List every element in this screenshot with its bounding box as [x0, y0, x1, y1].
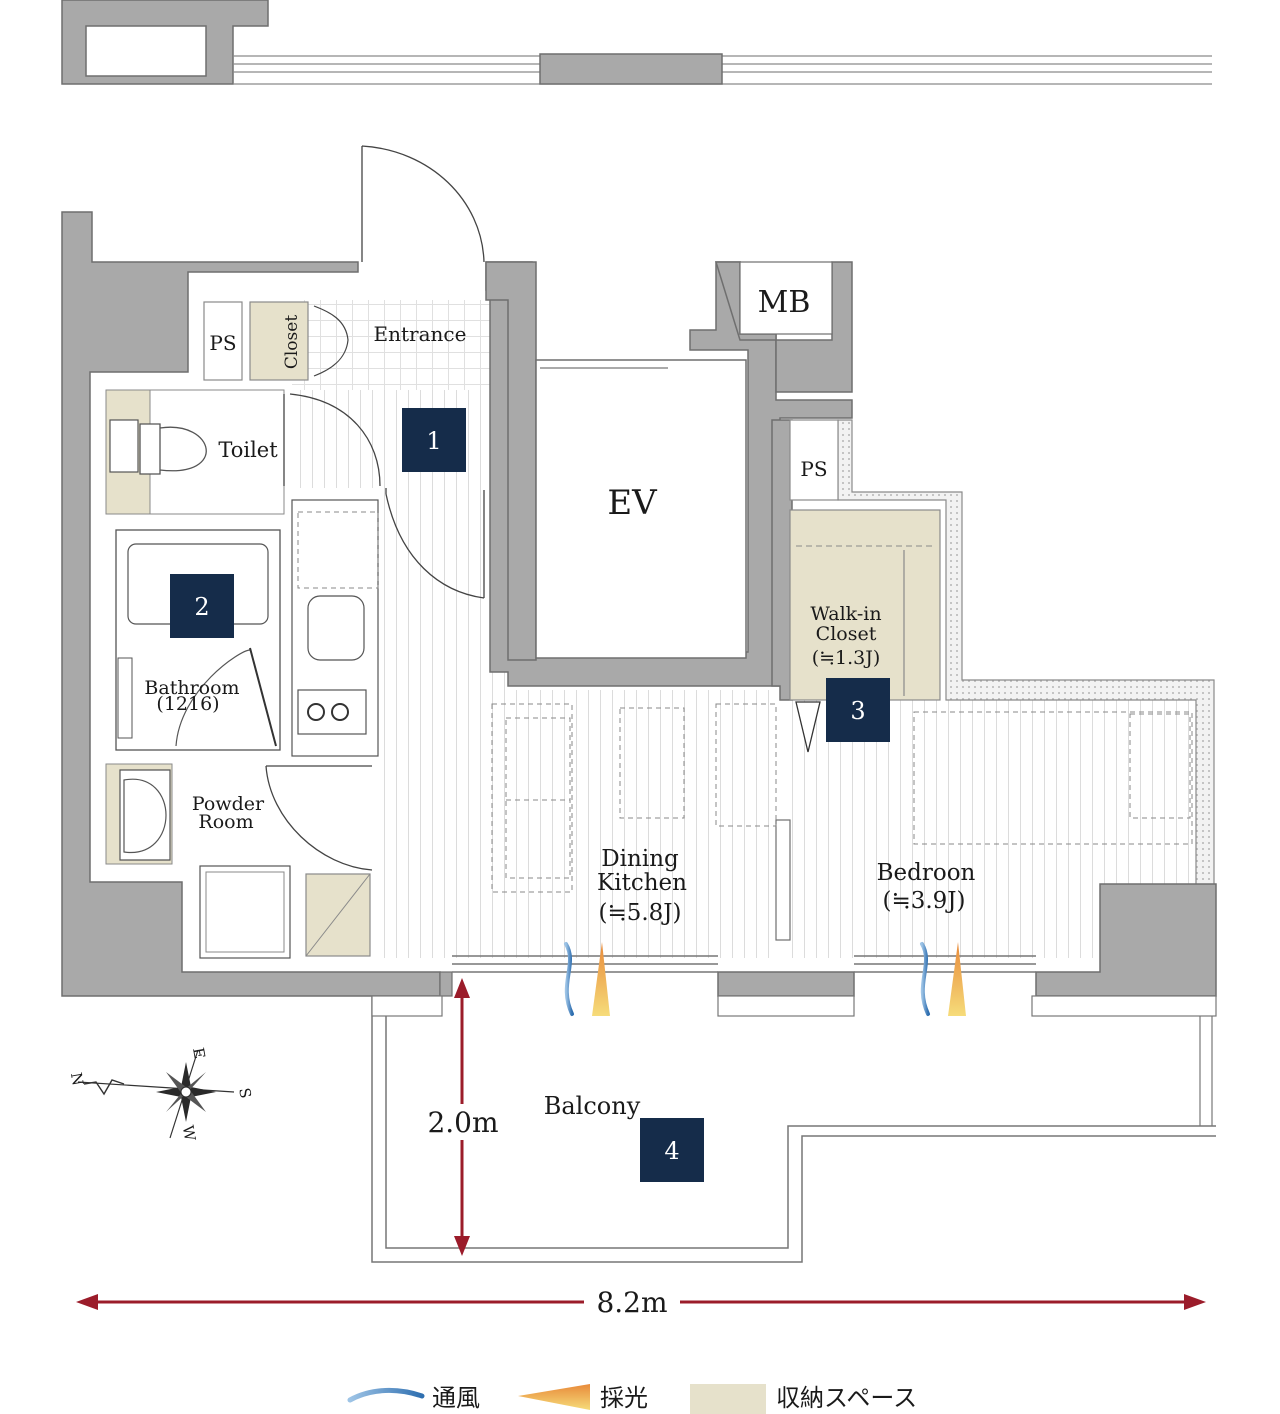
legend-storage-label: 収納スペース [776, 1384, 917, 1412]
dining-kitchen-size: (≒5.8J) [598, 900, 681, 926]
badge-1: 1 [402, 408, 466, 472]
balcony-outline [371, 995, 1217, 1263]
bedroom-label: Bedroon [877, 860, 976, 886]
dimension-width: 8.2m [76, 1282, 1206, 1320]
dining-kitchen-label-2: Kitchen [597, 870, 687, 896]
walk-in-closet-label-2: Closet [816, 623, 877, 645]
mb-label: MB [758, 285, 811, 320]
badge-1-number: 1 [426, 427, 441, 455]
compass-south: S [235, 1087, 255, 1100]
wind-icon [564, 942, 930, 1016]
badge-2-number: 2 [194, 593, 209, 621]
legend: 通風 採光 収納スペース [347, 1384, 917, 1414]
closet-label: Closet [282, 315, 302, 369]
walk-in-closet-size: (≒1.3J) [812, 647, 881, 669]
badge-4: 4 [640, 1118, 704, 1182]
room-labels: PS Closet Entrance MB Toilet EV PS Walk-… [144, 285, 975, 1120]
legend-wind-icon [347, 1387, 425, 1403]
badge-3: 3 [826, 678, 890, 742]
compass-rose: N E S W [67, 1046, 255, 1143]
legend-light-icon [518, 1384, 590, 1410]
legend-storage-swatch [690, 1384, 766, 1414]
dimension-depth: 2.0m [420, 978, 504, 1256]
depth-dimension-label: 2.0m [427, 1106, 498, 1139]
balcony-label: Balcony [544, 1092, 641, 1120]
bathroom-label-1: Bathroom [144, 677, 239, 699]
floor-areas [105, 300, 1196, 958]
badge-2: 2 [170, 574, 234, 638]
badge-3-number: 3 [850, 697, 865, 725]
bathroom-label-2: (1216) [156, 693, 219, 715]
walk-in-closet-label-1: Walk-in [810, 603, 881, 625]
powder-room-label-1: Powder [192, 793, 265, 815]
light-icon [592, 942, 966, 1016]
neighbour-unit-top [61, 0, 1212, 85]
ev-label: EV [607, 483, 658, 523]
legend-wind-label: 通風 [432, 1384, 480, 1412]
compass-west: W [179, 1124, 200, 1143]
ps-left-label: PS [209, 331, 236, 355]
ps-right-label: PS [800, 457, 827, 481]
compass-north: N [67, 1071, 87, 1087]
entrance-label: Entrance [374, 322, 467, 346]
dining-kitchen-label-1: Dining [601, 846, 679, 872]
width-dimension-label: 8.2m [596, 1286, 667, 1319]
fixtures [109, 145, 1193, 973]
powder-room-label-2: Room [198, 811, 253, 833]
walls [61, 211, 1217, 997]
badge-4-number: 4 [664, 1137, 679, 1165]
compass-east: E [189, 1046, 209, 1060]
legend-light-label: 採光 [600, 1384, 648, 1412]
bedroom-size: (≒3.9J) [882, 888, 965, 914]
toilet-label: Toilet [218, 438, 278, 462]
